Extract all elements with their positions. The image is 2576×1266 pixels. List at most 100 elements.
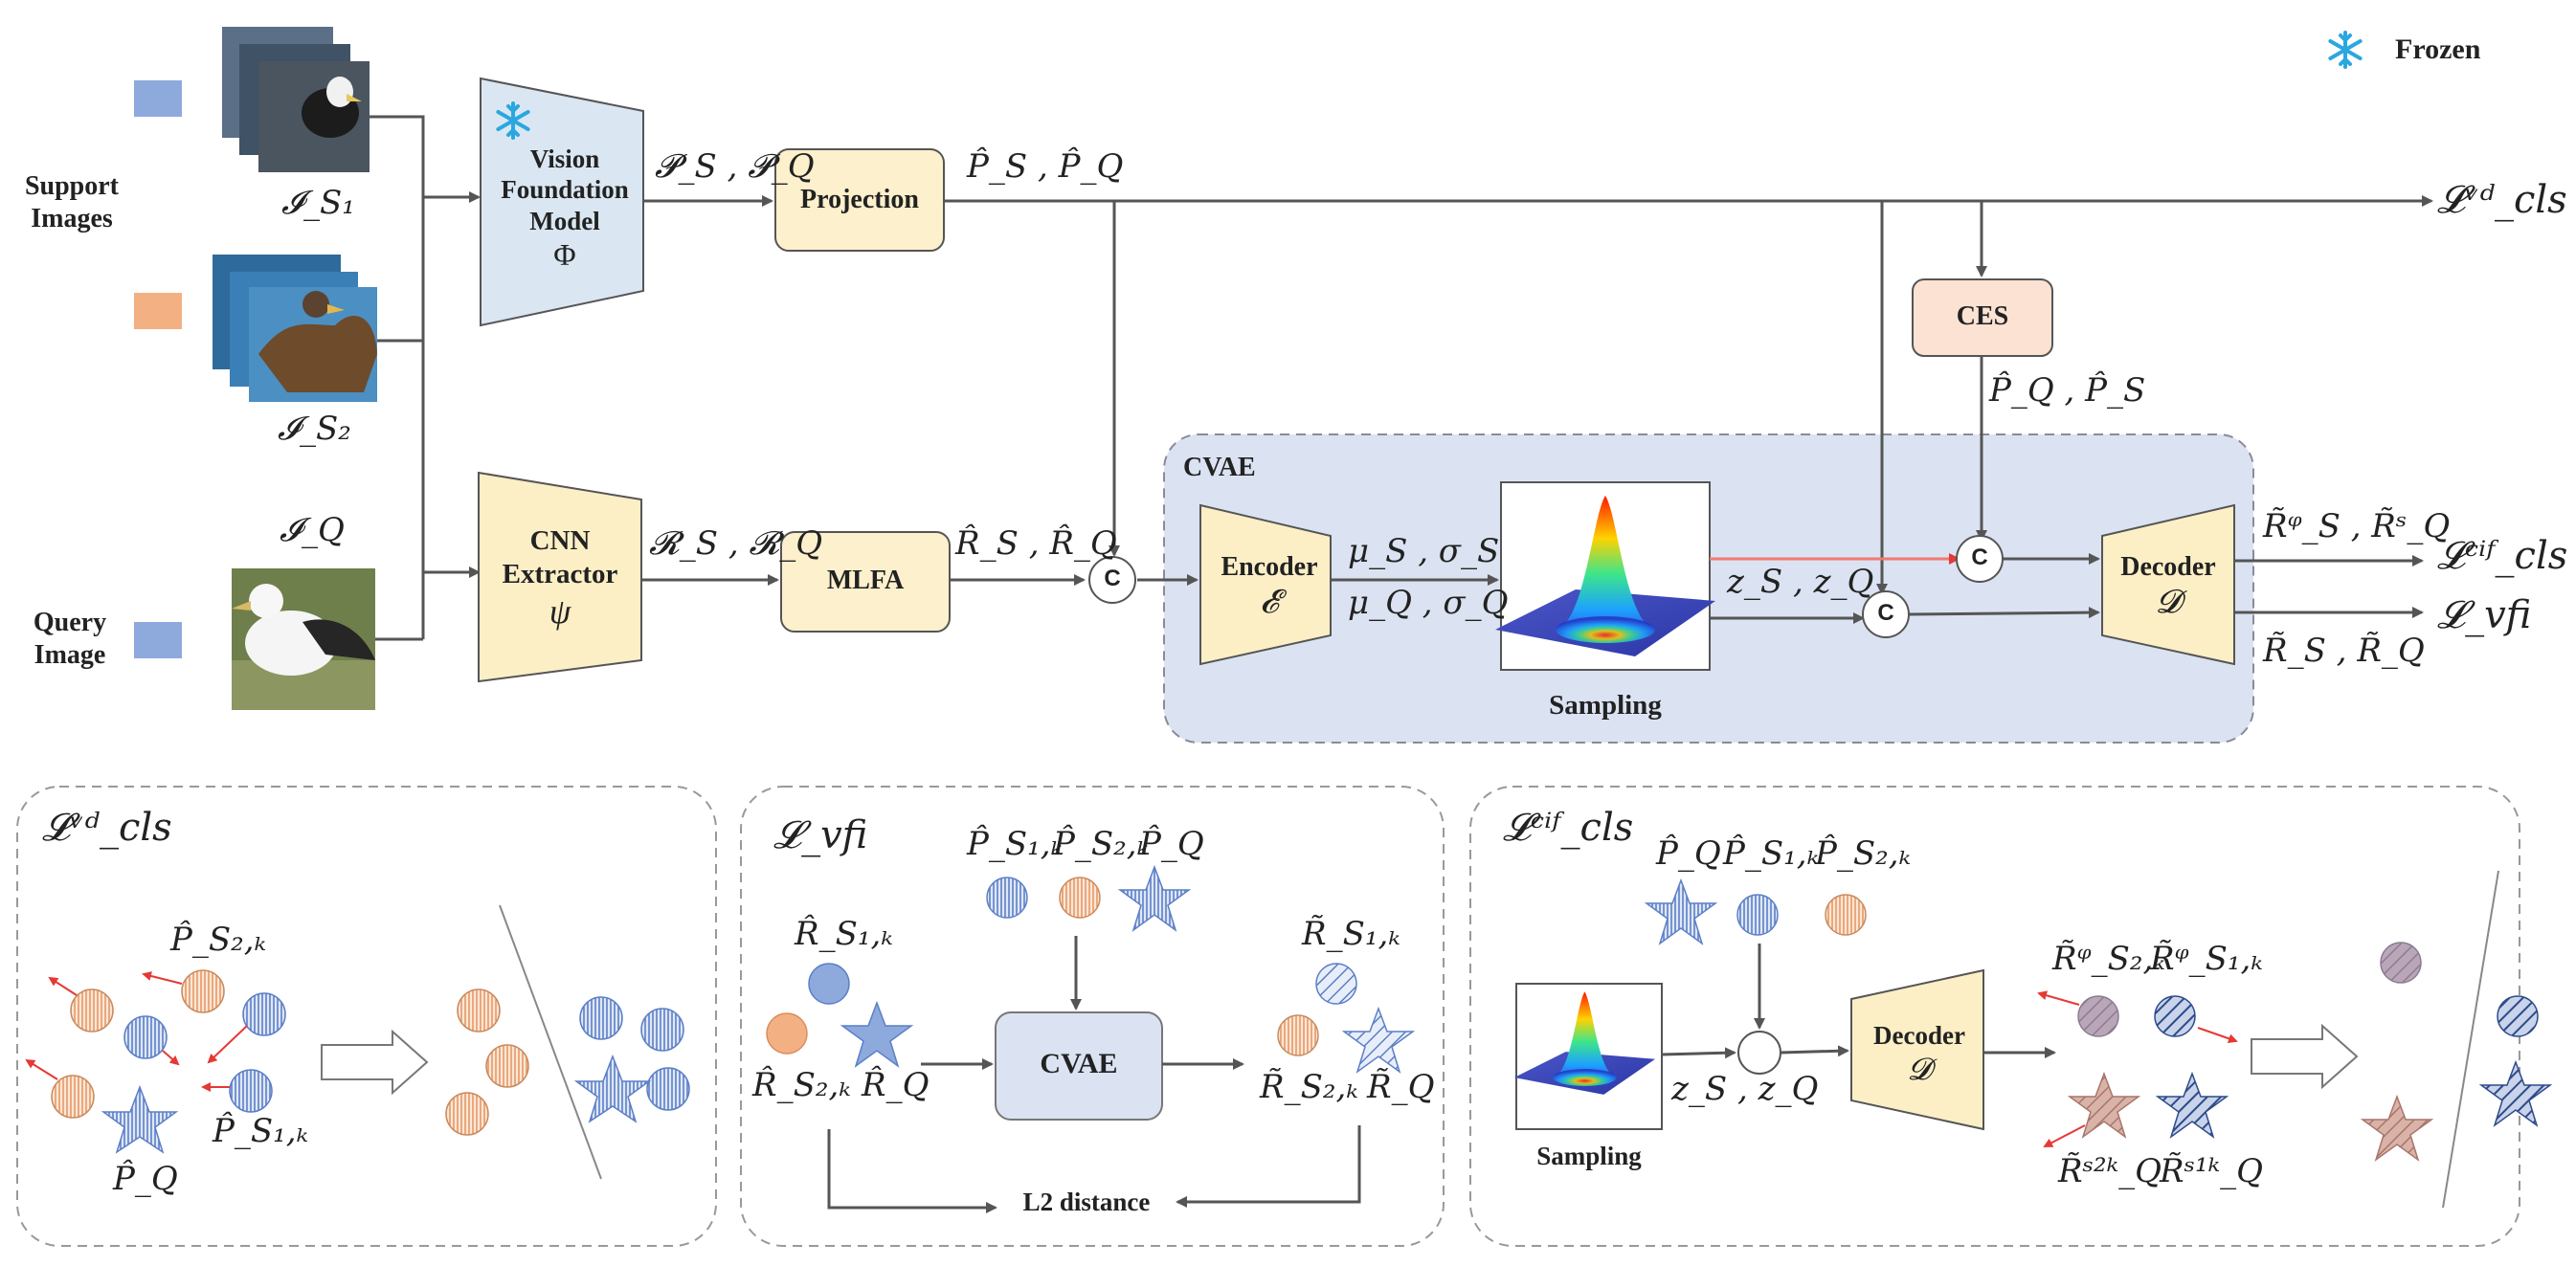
vfi-label-ps1: P̂_S₁,ₖ [967,825,1064,863]
edge-vfm-out: 𝓟_S , 𝓟_Q [655,147,815,186]
cif-separator-line [2442,870,2499,1209]
frozen-label: Frozen [2395,33,2481,65]
mlfa-label: MLFA [826,566,905,595]
vd-points [51,969,286,1154]
vfm-line2: Foundation [501,175,629,205]
cif-edges [1661,944,2056,1059]
edge-cnn-out: 𝓡_S , 𝓡_Q [649,524,823,563]
edge-enc-out-2: μ_Q , σ_Q [1348,584,1509,622]
panel-vfi-title: 𝓛_vfi [773,813,868,857]
edge-proj-out: P̂_S , P̂_Q [967,147,1124,186]
cif-separated-points [2360,942,2553,1162]
vfi-left-points [766,963,914,1068]
loss-vd: 𝓛ᵛᵈ_cls [2437,178,2567,222]
vfi-label-ps2: P̂_S₂,ₖ [1053,825,1150,863]
edge-dec-out-2: R̃_S , R̃_Q [2263,632,2425,670]
cnn-extractor [478,471,642,683]
cnn-line1: CNN [529,525,591,556]
concat-label-2: C [1877,600,1894,626]
cif-label-rq2: R̃ˢ²ᵏ_Q [2058,1152,2162,1190]
concat-node-mlfa [1088,556,1136,604]
cvae-title: CVAE [1183,453,1256,482]
vfi-cvae-label: CVAE [1040,1048,1118,1079]
cif-top-points [1644,877,1867,945]
concat-node-z [1862,590,1910,638]
cif-label-r2q: R̃ᵠ_S₂,ₖ [2052,940,2165,978]
sampling-label: Sampling [1549,690,1662,721]
query-image-label: Query Image [33,608,107,670]
encoder-symbol: 𝓔 [1260,584,1279,620]
projection-label: Projection [800,185,919,214]
vfi-label-pq: P̂_Q [1139,825,1204,863]
edge-ces-out: P̂_Q , P̂_S [1989,371,2146,410]
panel-cif-title: 𝓛ᶜⁱᶠ_cls [1503,806,1634,850]
cif-decoder [1850,968,1984,1131]
edge-z-out: z_S , z_Q [1727,563,1874,601]
query-color-square [134,622,182,658]
vd-label-ps2: P̂_S₂,ₖ [170,921,267,959]
vfi-label-rq: R̂_Q [862,1066,930,1104]
input-connectors [370,115,481,641]
support-images-label: Support Images [24,171,120,233]
cif-concat-node [1737,1031,1781,1075]
vd-separator-line [499,904,602,1180]
vfi-right-points [1277,963,1416,1074]
vd-label-pq: P̂_Q [113,1160,178,1198]
panel-vd [16,786,717,1247]
encoder-line1: Encoder [1221,552,1318,582]
edge-dec-out-1: R̃ᵠ_S , R̃ˢ_Q [2263,507,2451,545]
cif-z-label: z_S , z_Q [1671,1070,1819,1108]
edge-enc-out-1: μ_S , σ_S [1348,532,1500,570]
vfi-cvae-box [995,1011,1163,1121]
loss-vfi: 𝓛_vfi [2437,593,2532,637]
vd-label-ps1: P̂_S₁,ₖ [213,1112,309,1150]
cnn-label: CNN Extractor ψ [488,524,632,633]
cif-label-rq1: R̃ˢ¹ᵏ_Q [2160,1152,2263,1190]
vfi-label-rs1: R̂_S₁,ₖ [795,915,893,953]
panel-vfi [740,786,1445,1247]
loss-cif: 𝓛ᶜⁱᶠ_cls [2437,534,2568,578]
decoder-label: Decoder 𝓓 [2106,551,2230,622]
main-edges [641,195,2433,624]
vfi-label-rq-tilde: R̃_Q [1367,1068,1435,1106]
decoder [2101,503,2235,666]
support2-symbol: 𝓘_S₂ [278,410,351,448]
support-image-stack-2 [213,255,377,402]
cnn-symbol: ψ [549,591,571,631]
support2-color-square [134,293,182,329]
mlfa-box [780,531,951,633]
decoder-symbol: 𝓓 [2155,584,2182,620]
concat-label-3: C [1971,544,1988,570]
vfm-symbol: Φ [553,237,576,273]
vfi-edges [827,936,1361,1213]
concat-label-1: C [1104,566,1121,591]
edge-mlfa-out: R̂_S , R̂_Q [955,524,1117,563]
support1-color-square [134,80,182,117]
cif-label-r1q: R̃ᵠ_S₁,ₖ [2150,940,2263,978]
cif-hollow-arrow [2251,1023,2359,1090]
cif-decoder-label: Decoder 𝓓 [1855,1020,1983,1088]
cif-decoder-symbol: 𝓓 [1907,1052,1932,1087]
cif-label-ps1: P̂_S₁,ₖ [1723,834,1820,873]
cnn-line2: Extractor [502,558,618,589]
cif-label-pq: P̂_Q [1656,834,1721,873]
panel-vd-title: 𝓛ᵛᵈ_cls [42,806,172,850]
snowflake-icon [2328,31,2363,69]
query-symbol: 𝓘_Q [280,511,345,549]
vd-hollow-arrow [321,1029,429,1096]
decoder-line1: Decoder [2120,552,2216,582]
cif-red-arrows [2037,990,2238,1147]
vd-separated-points [445,988,690,1136]
vfi-label-rs2: R̂_S₂,ₖ [752,1066,851,1104]
vfi-top-points [986,864,1192,932]
concat-node-ces [1956,535,2004,583]
vfi-label-rs1-tilde: R̃_S₁,ₖ [1302,915,1400,953]
vfm-label: Vision Foundation Model Φ [498,144,632,274]
query-image [232,568,375,710]
cif-label-ps2: P̂_S₂,ₖ [1815,834,1912,873]
cif-output-points [2067,995,2229,1139]
vfi-distance-label: L2 distance [1022,1188,1151,1216]
support1-symbol: 𝓘_S₁ [281,184,355,222]
vfm-line1: Vision [529,144,600,173]
